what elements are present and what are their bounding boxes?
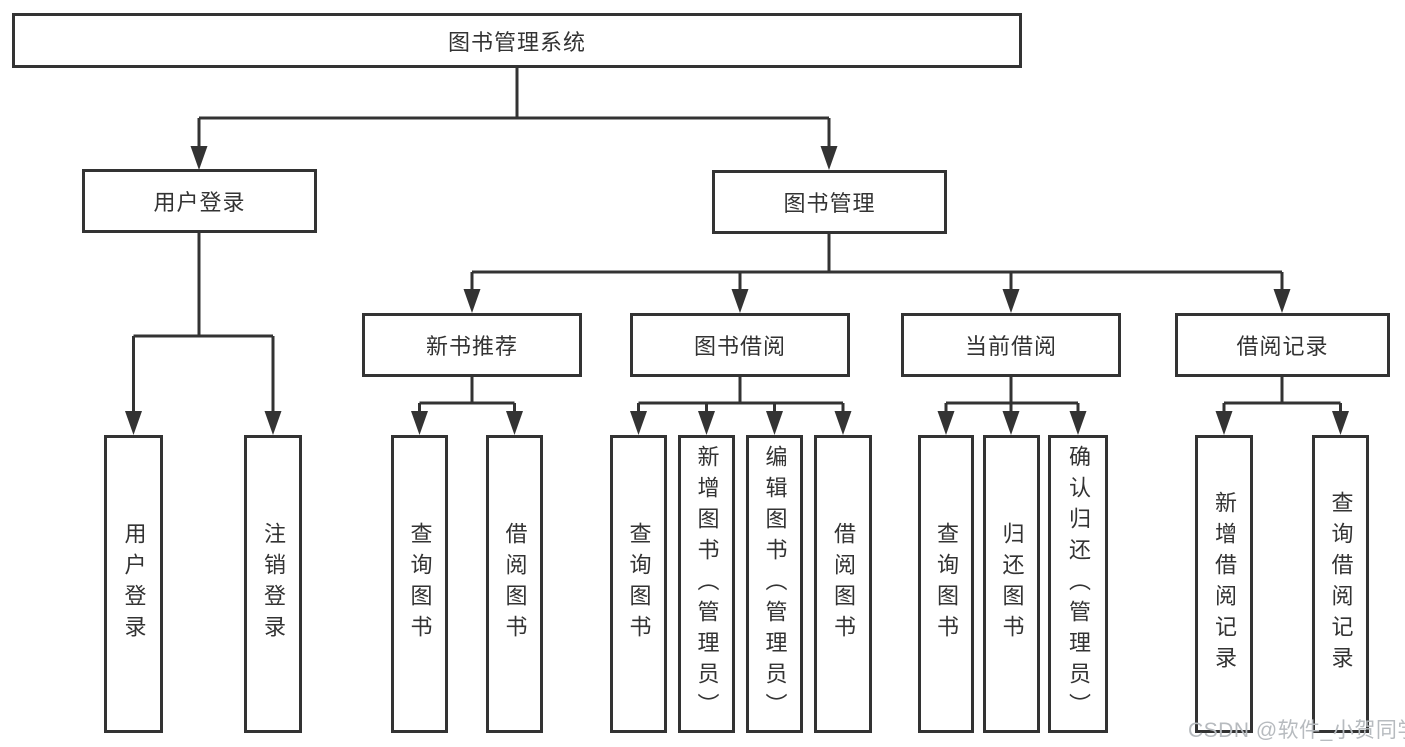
leaf-confirm-return-admin-label: 确认归还（管理员） — [1066, 444, 1091, 724]
node-book-borrowing-label: 图书借阅 — [693, 334, 786, 359]
node-user-login-label: 用户登录 — [153, 190, 246, 215]
leaf-add-borrow-record-label: 新增借阅记录 — [1212, 491, 1237, 677]
leaf-current-query-books: 查询图书 — [918, 435, 974, 733]
csdn-watermark: CSDN @软件_小贺同学 — [1188, 719, 1405, 742]
leaf-query-borrow-record-label: 查询借阅记录 — [1328, 491, 1354, 677]
leaf-current-query-books-label: 查询图书 — [934, 522, 959, 646]
leaf-confirm-return-admin: 确认归还（管理员） — [1048, 435, 1108, 733]
leaf-newbook-borrow-books-label: 借阅图书 — [502, 522, 528, 646]
node-current-borrowing: 当前借阅 — [901, 313, 1121, 377]
leaf-query-borrow-record: 查询借阅记录 — [1312, 435, 1369, 733]
node-new-book-recommend: 新书推荐 — [362, 313, 582, 377]
leaf-add-book-admin-label: 新增图书（管理员） — [694, 444, 720, 724]
leaf-newbook-borrow-books: 借阅图书 — [486, 435, 543, 733]
node-book-management-label: 图书管理 — [783, 191, 876, 216]
arrowheads — [125, 146, 1349, 435]
leaf-newbook-query-books: 查询图书 — [391, 435, 448, 733]
leaf-logout-label: 注销登录 — [261, 522, 286, 646]
leaf-user-login-label: 用户登录 — [121, 522, 147, 646]
leaf-edit-book-admin: 编辑图书（管理员） — [746, 435, 803, 733]
leaf-borrow-query-books: 查询图书 — [610, 435, 667, 733]
leaf-borrow-query-books-label: 查询图书 — [626, 522, 652, 646]
node-borrow-records: 借阅记录 — [1175, 313, 1390, 377]
node-user-login: 用户登录 — [82, 169, 317, 233]
leaf-edit-book-admin-label: 编辑图书（管理员） — [762, 444, 788, 724]
node-root-system: 图书管理系统 — [12, 13, 1022, 68]
leaf-return-books: 归还图书 — [983, 435, 1040, 733]
node-root-label: 图书管理系统 — [447, 29, 586, 55]
node-new-book-recommend-label: 新书推荐 — [425, 334, 518, 359]
leaf-newbook-query-books-label: 查询图书 — [407, 522, 433, 646]
leaf-logout: 注销登录 — [244, 435, 302, 733]
node-book-management: 图书管理 — [712, 170, 947, 234]
node-current-borrowing-label: 当前借阅 — [964, 334, 1057, 359]
leaf-return-books-label: 归还图书 — [999, 522, 1025, 646]
node-borrow-records-label: 借阅记录 — [1236, 334, 1329, 359]
leaf-borrow-borrow-books-label: 借阅图书 — [831, 522, 856, 646]
leaf-add-book-admin: 新增图书（管理员） — [678, 435, 735, 733]
leaf-add-borrow-record: 新增借阅记录 — [1195, 435, 1253, 733]
leaf-user-login: 用户登录 — [104, 435, 163, 733]
leaf-borrow-borrow-books: 借阅图书 — [814, 435, 872, 733]
node-book-borrowing: 图书借阅 — [630, 313, 850, 377]
